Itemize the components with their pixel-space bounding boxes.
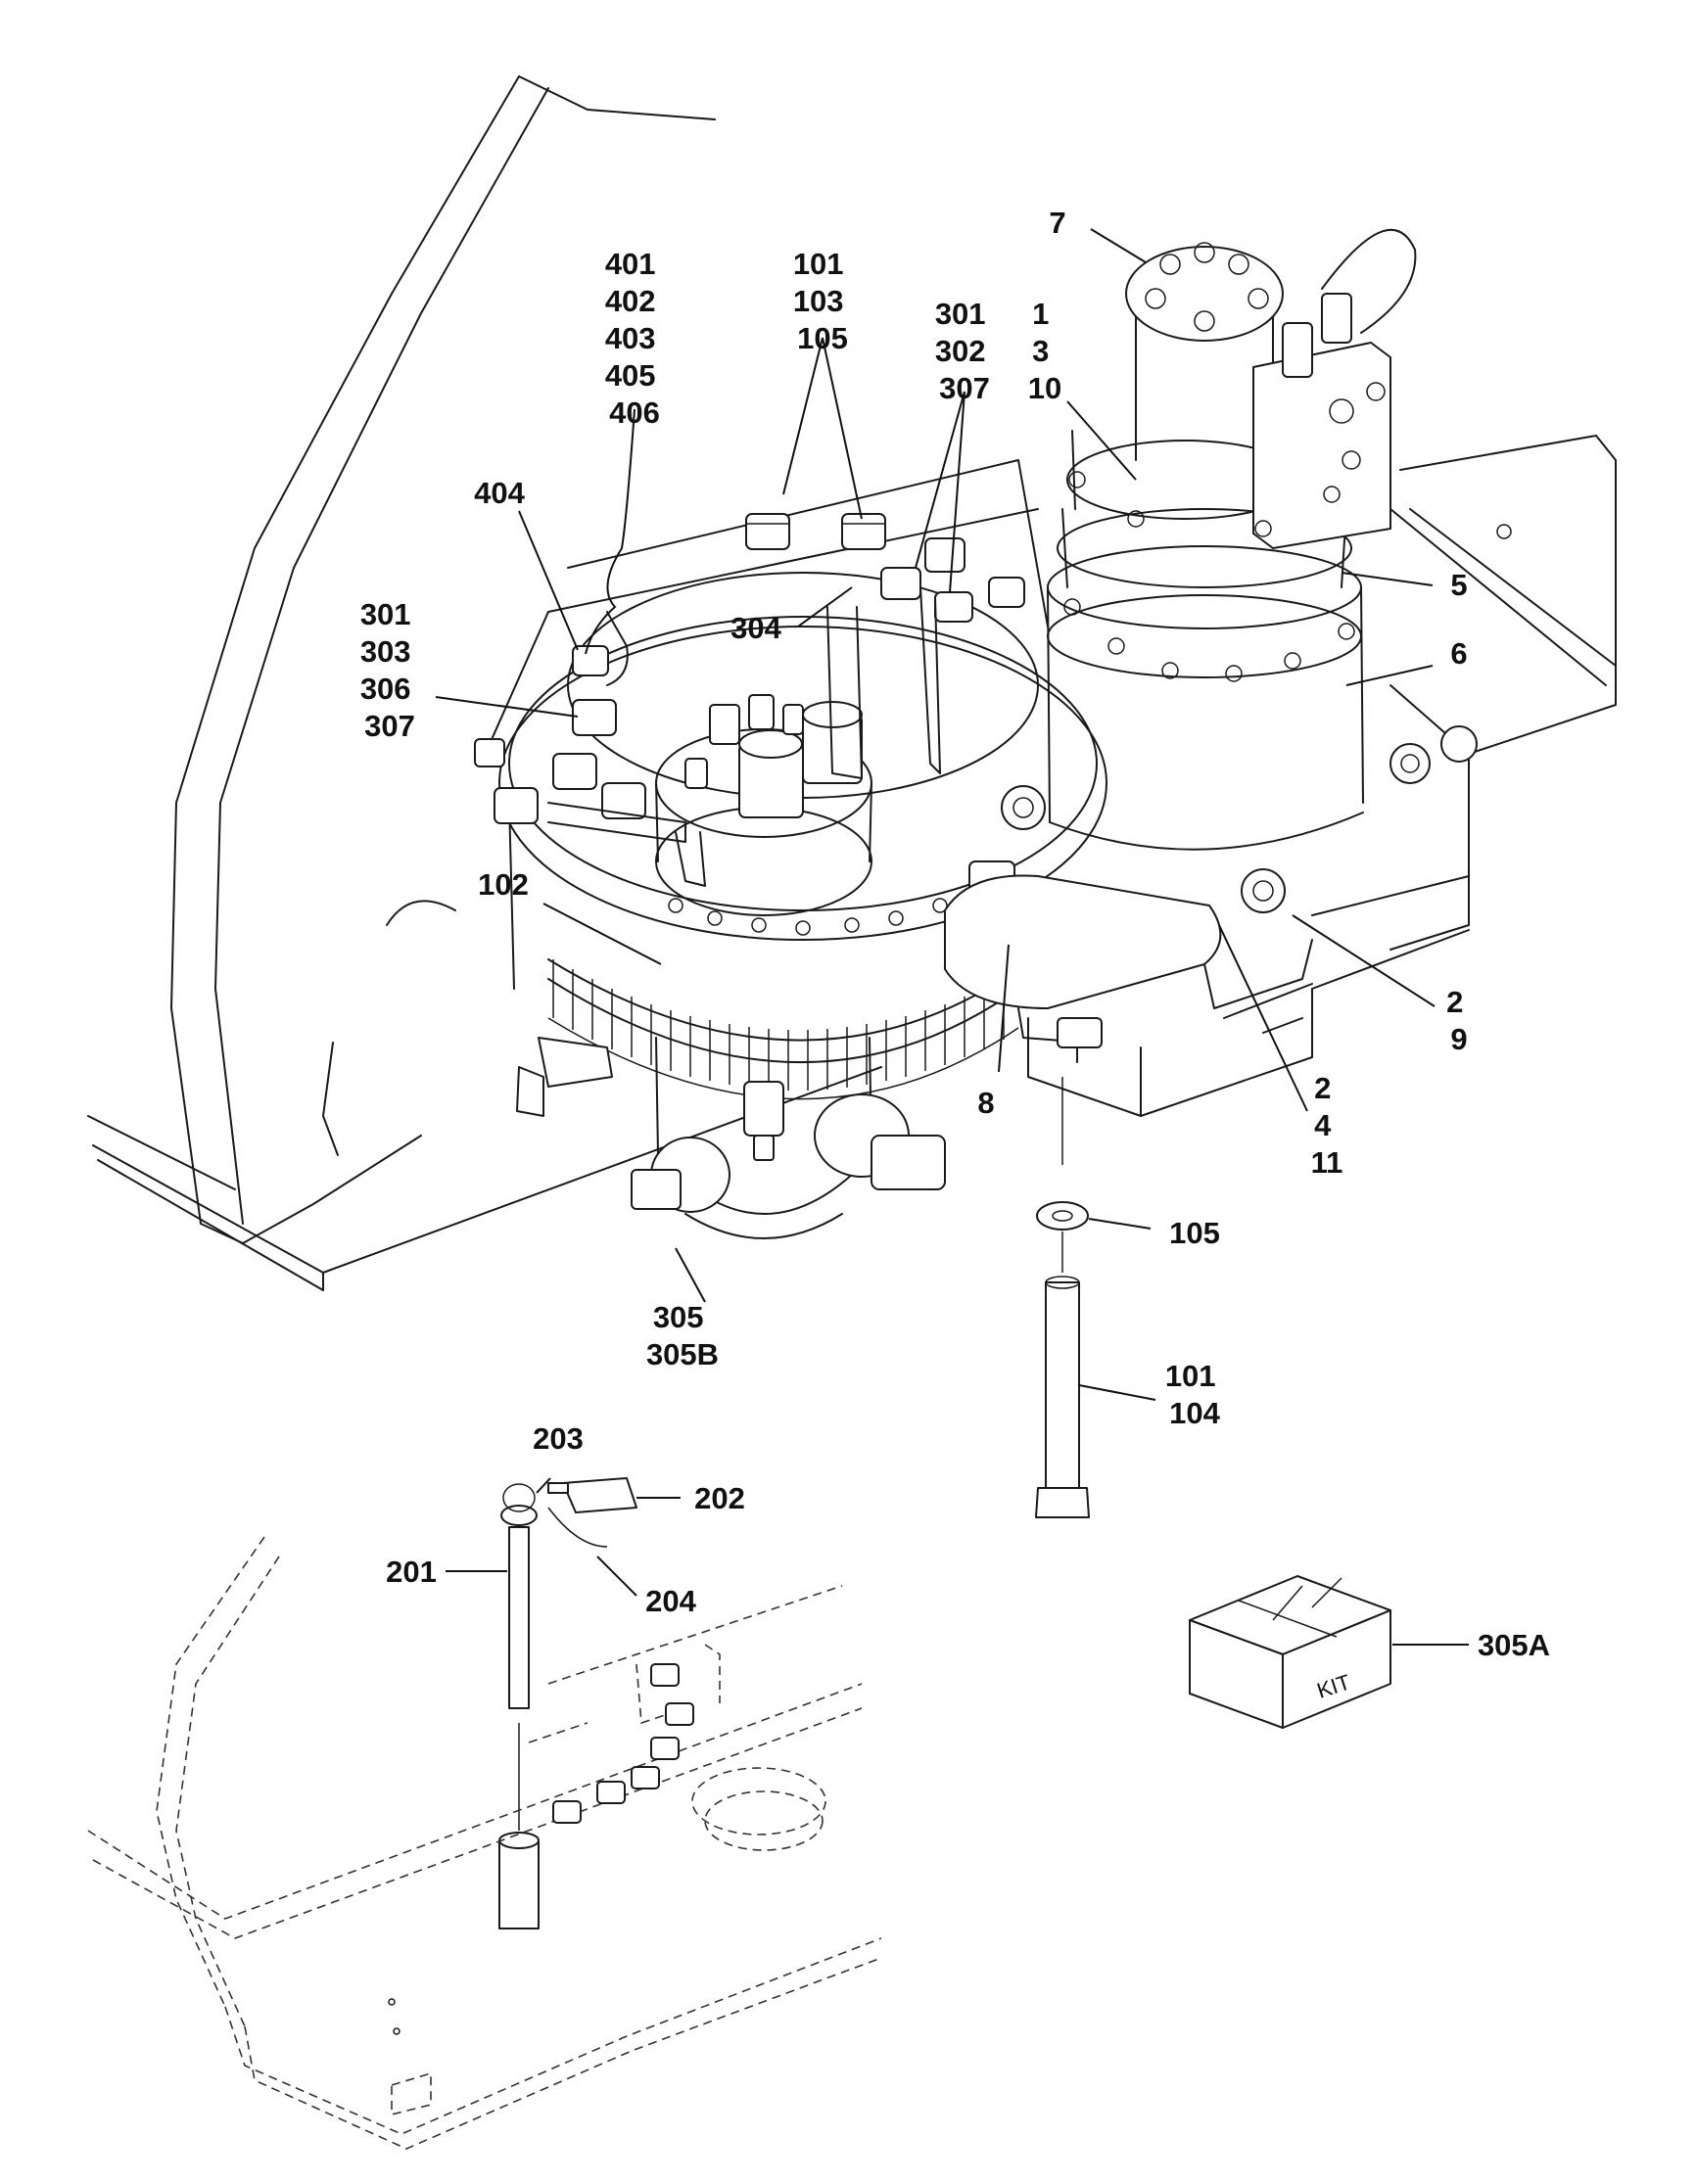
- hex-bolt: [841, 513, 886, 550]
- callout-305A: 305A: [1478, 1628, 1550, 1662]
- hex-bolt: [880, 567, 921, 600]
- callout-line: 104: [1169, 1396, 1220, 1430]
- swivel-joint: [516, 694, 946, 1239]
- callout-101-103-105: 101 103 105: [793, 247, 852, 355]
- callout-301-302-307: 301 302 307: [935, 297, 994, 405]
- hex-bolt: [474, 738, 505, 767]
- hex-bolt: [572, 699, 617, 736]
- hex-bolt: [552, 753, 597, 790]
- hex-bolt: [924, 537, 965, 573]
- hex-bolt: [572, 645, 609, 676]
- hex-bolt: [934, 591, 973, 623]
- callout-line: 306: [360, 672, 411, 706]
- lower-fittings: [516, 1037, 946, 1213]
- upper-frame: [87, 75, 1617, 1291]
- callout-201: 201: [386, 1555, 437, 1589]
- leader-lines: [435, 228, 1469, 1646]
- callout-7-line: 7: [1049, 206, 1065, 240]
- callout-line: 304: [730, 611, 781, 645]
- link-plate: [944, 874, 1313, 1063]
- callout-204: 204: [645, 1584, 696, 1618]
- callout-line: 307: [364, 709, 415, 743]
- callout-line: 305: [653, 1300, 704, 1334]
- hose-brackets: [547, 586, 941, 887]
- callout-line: 305A: [1478, 1628, 1550, 1662]
- callout-line: 10: [1028, 371, 1061, 405]
- swing-motor-assembly: [1001, 228, 1478, 913]
- callout-line: 401: [605, 247, 656, 281]
- callout-line: 105: [797, 321, 848, 355]
- callout-line: 101: [1165, 1359, 1216, 1393]
- gear-teeth: [552, 959, 1005, 1091]
- kit-box: KIT: [1189, 1575, 1391, 1729]
- callout-105: 105: [1169, 1216, 1220, 1250]
- callout-5: 5: [1450, 568, 1467, 602]
- callout-line: 11: [1311, 1145, 1343, 1180]
- callout-line: 301: [935, 297, 986, 331]
- callout-line: 204: [645, 1584, 696, 1618]
- lock-pin-assembly: [498, 1477, 637, 1929]
- callout-line: 202: [694, 1481, 745, 1515]
- callout-line: 404: [474, 476, 525, 510]
- swing-bearing: [498, 572, 1107, 1100]
- callout-line: 302: [935, 334, 986, 368]
- hydraulic-fittings: [684, 694, 863, 818]
- callout-line: 201: [386, 1555, 437, 1589]
- callout-line: 203: [533, 1421, 584, 1456]
- callout-102: 102: [478, 867, 529, 902]
- callout-line: 1: [1032, 297, 1049, 331]
- callout-2-4-11: 2 4 11: [1311, 1071, 1343, 1180]
- callout-line: 405: [605, 358, 656, 393]
- callout-line: 102: [478, 867, 529, 902]
- callout-304: 304: [730, 611, 781, 645]
- hex-bolt: [601, 782, 646, 819]
- mount-plate: [489, 459, 1470, 1117]
- callout-line: 2: [1446, 985, 1463, 1019]
- callout-7: 7: [1049, 206, 1065, 240]
- callout-line: 105: [1169, 1216, 1220, 1250]
- callout-202: 202: [694, 1481, 745, 1515]
- callout-line: 2: [1314, 1071, 1331, 1105]
- callout-line: 5: [1450, 568, 1467, 602]
- callout-line: 307: [939, 371, 990, 405]
- callout-6: 6: [1450, 636, 1467, 671]
- callout-line: 301: [360, 597, 411, 631]
- callout-line: 9: [1450, 1022, 1467, 1056]
- callout-line: 303: [360, 634, 411, 669]
- callout-1-3-10: 1 3 10: [1028, 297, 1061, 405]
- callout-401-406: 401 402 403 405 406: [605, 247, 664, 430]
- callout-2-9: 2 9: [1446, 985, 1472, 1056]
- callout-101-104: 101 104: [1165, 1359, 1224, 1430]
- callout-line: 305B: [646, 1337, 719, 1371]
- callout-8: 8: [977, 1086, 994, 1120]
- callout-line: 4: [1314, 1108, 1332, 1142]
- callout-line: 8: [977, 1086, 994, 1120]
- callout-labels: 7 1 3 10 401 402 403 405 406 101 103 105…: [360, 206, 1550, 1662]
- callout-203: 203: [533, 1421, 584, 1456]
- callout-line: 103: [793, 284, 844, 318]
- hex-bolt: [988, 577, 1025, 608]
- lower-bolt-heads: [552, 1663, 694, 1824]
- callout-line: 6: [1450, 636, 1467, 671]
- callout-404: 404: [474, 476, 525, 510]
- callout-line: 3: [1032, 334, 1049, 368]
- callout-line: 406: [609, 395, 660, 430]
- hex-bolt: [494, 787, 539, 824]
- callout-301-303-306-307: 301 303 306 307: [360, 597, 419, 743]
- hidden-frame-lines: [87, 1536, 882, 2150]
- callout-line: 402: [605, 284, 656, 318]
- callout-line: 101: [793, 247, 844, 281]
- long-bolt: [1035, 1077, 1090, 1518]
- hex-bolt: [745, 513, 790, 550]
- callout-305-305B: 305 305B: [646, 1300, 719, 1371]
- callout-line: 403: [605, 321, 656, 355]
